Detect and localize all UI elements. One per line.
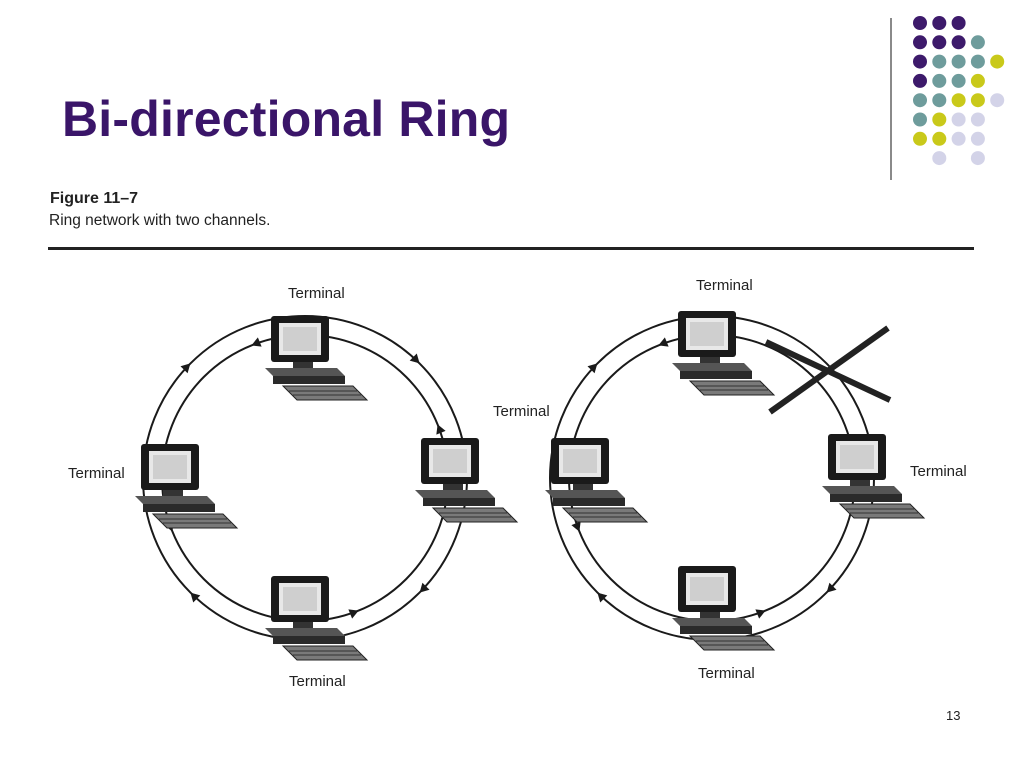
computer-terminal-icon [264, 315, 368, 401]
decorative-dot [951, 35, 966, 50]
slide-title: Bi-directional Ring [62, 91, 511, 147]
break-cross-icon [764, 325, 892, 415]
decorative-dot [913, 73, 927, 88]
decorative-dot [913, 93, 927, 108]
decorative-dot [932, 35, 947, 50]
computer-terminal-icon [544, 437, 648, 523]
terminal-label: Terminal [696, 277, 753, 294]
decorative-dot [951, 54, 966, 69]
decorative-dot [932, 93, 947, 108]
decorative-dot [970, 151, 985, 166]
computer-terminal-icon [134, 443, 238, 529]
decorative-dot [913, 16, 927, 30]
direction-arrow-icon [755, 605, 768, 619]
direction-arrow-icon [656, 337, 669, 351]
direction-arrow-icon [249, 337, 262, 351]
decorative-dot [951, 131, 966, 146]
direction-arrow-icon [432, 422, 446, 435]
terminal-label: Terminal [289, 673, 346, 690]
page-number: 13 [946, 708, 961, 723]
decorative-dot [970, 112, 985, 127]
direction-arrow-icon [348, 605, 361, 619]
title-divider-line [890, 18, 892, 180]
figure-rule [48, 247, 974, 250]
decorative-dot [970, 93, 985, 108]
terminal-label: Terminal [698, 665, 755, 682]
decorative-dot [951, 93, 966, 108]
decorative-dot [932, 131, 947, 146]
decorative-dot [990, 54, 1005, 69]
decorative-dot-grid [913, 16, 1005, 166]
decorative-dot [932, 151, 947, 166]
decorative-dot [990, 93, 1005, 108]
decorative-dot [913, 131, 927, 146]
decorative-dot [913, 54, 927, 69]
decorative-dot [932, 54, 947, 69]
decorative-dot [932, 112, 947, 127]
decorative-dot [913, 35, 927, 50]
computer-terminal-icon [264, 575, 368, 661]
computer-terminal-icon [821, 433, 925, 519]
decorative-dot [951, 112, 966, 127]
decorative-dot [970, 54, 985, 69]
terminal-label: Terminal [910, 463, 967, 480]
decorative-dot [970, 73, 985, 88]
terminal-label: Terminal [493, 403, 550, 420]
terminal-label: Terminal [68, 465, 125, 482]
figure-label: Figure 11–7 [50, 190, 139, 207]
decorative-dot [932, 73, 947, 88]
decorative-dot [970, 131, 985, 146]
decorative-dot [951, 73, 966, 88]
decorative-dot [913, 112, 927, 127]
terminal-label: Terminal [288, 285, 345, 302]
direction-arrow-icon [571, 521, 585, 534]
dot-grid-group [913, 16, 1005, 166]
figure-caption: Ring network with two channels. [49, 212, 271, 229]
decorative-dot [970, 35, 985, 50]
decorative-dot [932, 16, 947, 30]
decorative-dot [951, 16, 966, 30]
computer-terminal-icon [414, 437, 518, 523]
